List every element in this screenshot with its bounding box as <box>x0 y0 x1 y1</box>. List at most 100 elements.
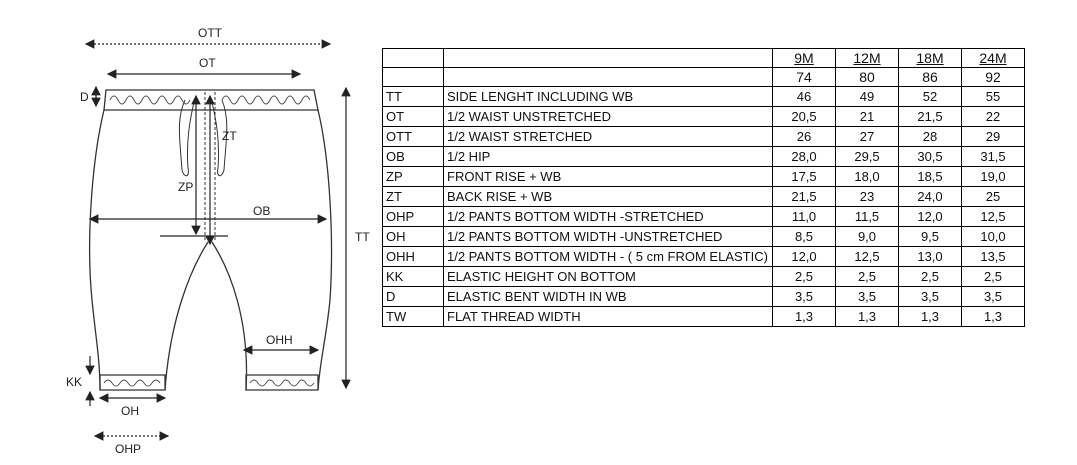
label-oh: OH <box>121 404 139 418</box>
measurement-value: 29 <box>961 126 1025 147</box>
label-zp: ZP <box>178 180 193 194</box>
measurement-value: 25 <box>961 186 1025 207</box>
label-ohh: OHH <box>266 333 293 347</box>
measurement-code: ZT <box>382 186 444 207</box>
measurement-value: 30,5 <box>898 146 962 167</box>
measurement-value: 21 <box>835 106 899 127</box>
measurement-value: 17,5 <box>772 166 836 187</box>
height-header-cell: 80 <box>835 67 899 87</box>
measurement-value: 1,3 <box>898 306 962 327</box>
height-header-cell: 92 <box>961 67 1025 87</box>
measurement-value: 2,5 <box>898 266 962 287</box>
measurement-description: ELASTIC BENT WIDTH IN WB <box>443 286 773 307</box>
measurement-value: 12,0 <box>772 246 836 267</box>
measurement-value: 13,0 <box>898 246 962 267</box>
measurement-description: ELASTIC HEIGHT ON BOTTOM <box>443 266 773 287</box>
measurement-value: 11,0 <box>772 206 836 227</box>
measurement-value: 22 <box>961 106 1025 127</box>
measurement-code: TT <box>382 86 444 107</box>
measurement-value: 3,5 <box>961 286 1025 307</box>
measurement-value: 12,5 <box>961 206 1025 227</box>
size-header-cell: 12M <box>835 48 899 68</box>
measurement-value: 28,0 <box>772 146 836 167</box>
measurement-value: 31,5 <box>961 146 1025 167</box>
elastic-pattern <box>103 95 315 387</box>
measurement-value: 19,0 <box>961 166 1025 187</box>
label-ott: OTT <box>198 26 223 40</box>
measurement-code: OT <box>382 106 444 127</box>
pants-outline <box>89 89 333 391</box>
label-tt: TT <box>355 230 370 244</box>
measurement-value: 1,3 <box>961 306 1025 327</box>
measurement-code: OHH <box>382 246 444 267</box>
measurement-value: 12,5 <box>835 246 899 267</box>
measurement-value: 27 <box>835 126 899 147</box>
measurement-description: FLAT THREAD WIDTH <box>443 306 773 327</box>
measurement-value: 26 <box>772 126 836 147</box>
measurement-value: 29,5 <box>835 146 899 167</box>
measurement-value: 21,5 <box>898 106 962 127</box>
height-header-row: 74 80 86 92 <box>382 67 1025 87</box>
height-header-cell: 74 <box>772 67 836 87</box>
measurement-description: SIDE LENGHT INCLUDING WB <box>443 86 773 107</box>
size-header-cell: 18M <box>898 48 962 68</box>
measurement-code: KK <box>382 266 444 287</box>
label-kk: KK <box>66 375 82 389</box>
measurement-value: 52 <box>898 86 962 107</box>
measurement-code: OH <box>382 226 444 247</box>
header-blank-cell <box>443 48 773 68</box>
measurement-description: 1/2 WAIST UNSTRETCHED <box>443 106 773 127</box>
measurement-value: 13,5 <box>961 246 1025 267</box>
measurement-value: 2,5 <box>961 266 1025 287</box>
measurement-description: 1/2 WAIST STRETCHED <box>443 126 773 147</box>
measurement-value: 10,0 <box>961 226 1025 247</box>
header-blank-cell <box>382 48 444 68</box>
label-ohp: OHP <box>115 442 141 456</box>
measurement-description: BACK RISE + WB <box>443 186 773 207</box>
measurement-description: 1/2 HIP <box>443 146 773 167</box>
measurement-code: D <box>382 286 444 307</box>
label-ob: OB <box>253 204 270 218</box>
measurement-value: 18,0 <box>835 166 899 187</box>
measurement-description: 1/2 PANTS BOTTOM WIDTH - ( 5 cm FROM ELA… <box>443 246 773 267</box>
measurement-value: 11,5 <box>835 206 899 227</box>
measurement-value: 55 <box>961 86 1025 107</box>
measurement-code: ZP <box>382 166 444 187</box>
measurement-value: 23 <box>835 186 899 207</box>
measurement-lines <box>84 39 351 441</box>
measurement-value: 24,0 <box>898 186 962 207</box>
measurement-code: OTT <box>382 126 444 147</box>
measurement-value: 2,5 <box>835 266 899 287</box>
measurement-value: 3,5 <box>835 286 899 307</box>
height-header-cell: 86 <box>898 67 962 87</box>
measurement-code: TW <box>382 306 444 327</box>
measurement-code: OHP <box>382 206 444 227</box>
label-ot: OT <box>199 56 216 70</box>
measurement-value: 49 <box>835 86 899 107</box>
size-header-cell: 9M <box>772 48 836 68</box>
measurement-value: 3,5 <box>772 286 836 307</box>
measurement-value: 18,5 <box>898 166 962 187</box>
measurement-value: 2,5 <box>772 266 836 287</box>
measurement-value: 1,3 <box>835 306 899 327</box>
measurement-description: 1/2 PANTS BOTTOM WIDTH -UNSTRETCHED <box>443 226 773 247</box>
measurement-value: 21,5 <box>772 186 836 207</box>
measurement-description: FRONT RISE + WB <box>443 166 773 187</box>
measurement-code: OB <box>382 146 444 167</box>
measurement-value: 9,0 <box>835 226 899 247</box>
measurement-value: 12,0 <box>898 206 962 227</box>
size-header-cell: 24M <box>961 48 1025 68</box>
header-blank-cell <box>382 67 444 87</box>
measurement-value: 46 <box>772 86 836 107</box>
